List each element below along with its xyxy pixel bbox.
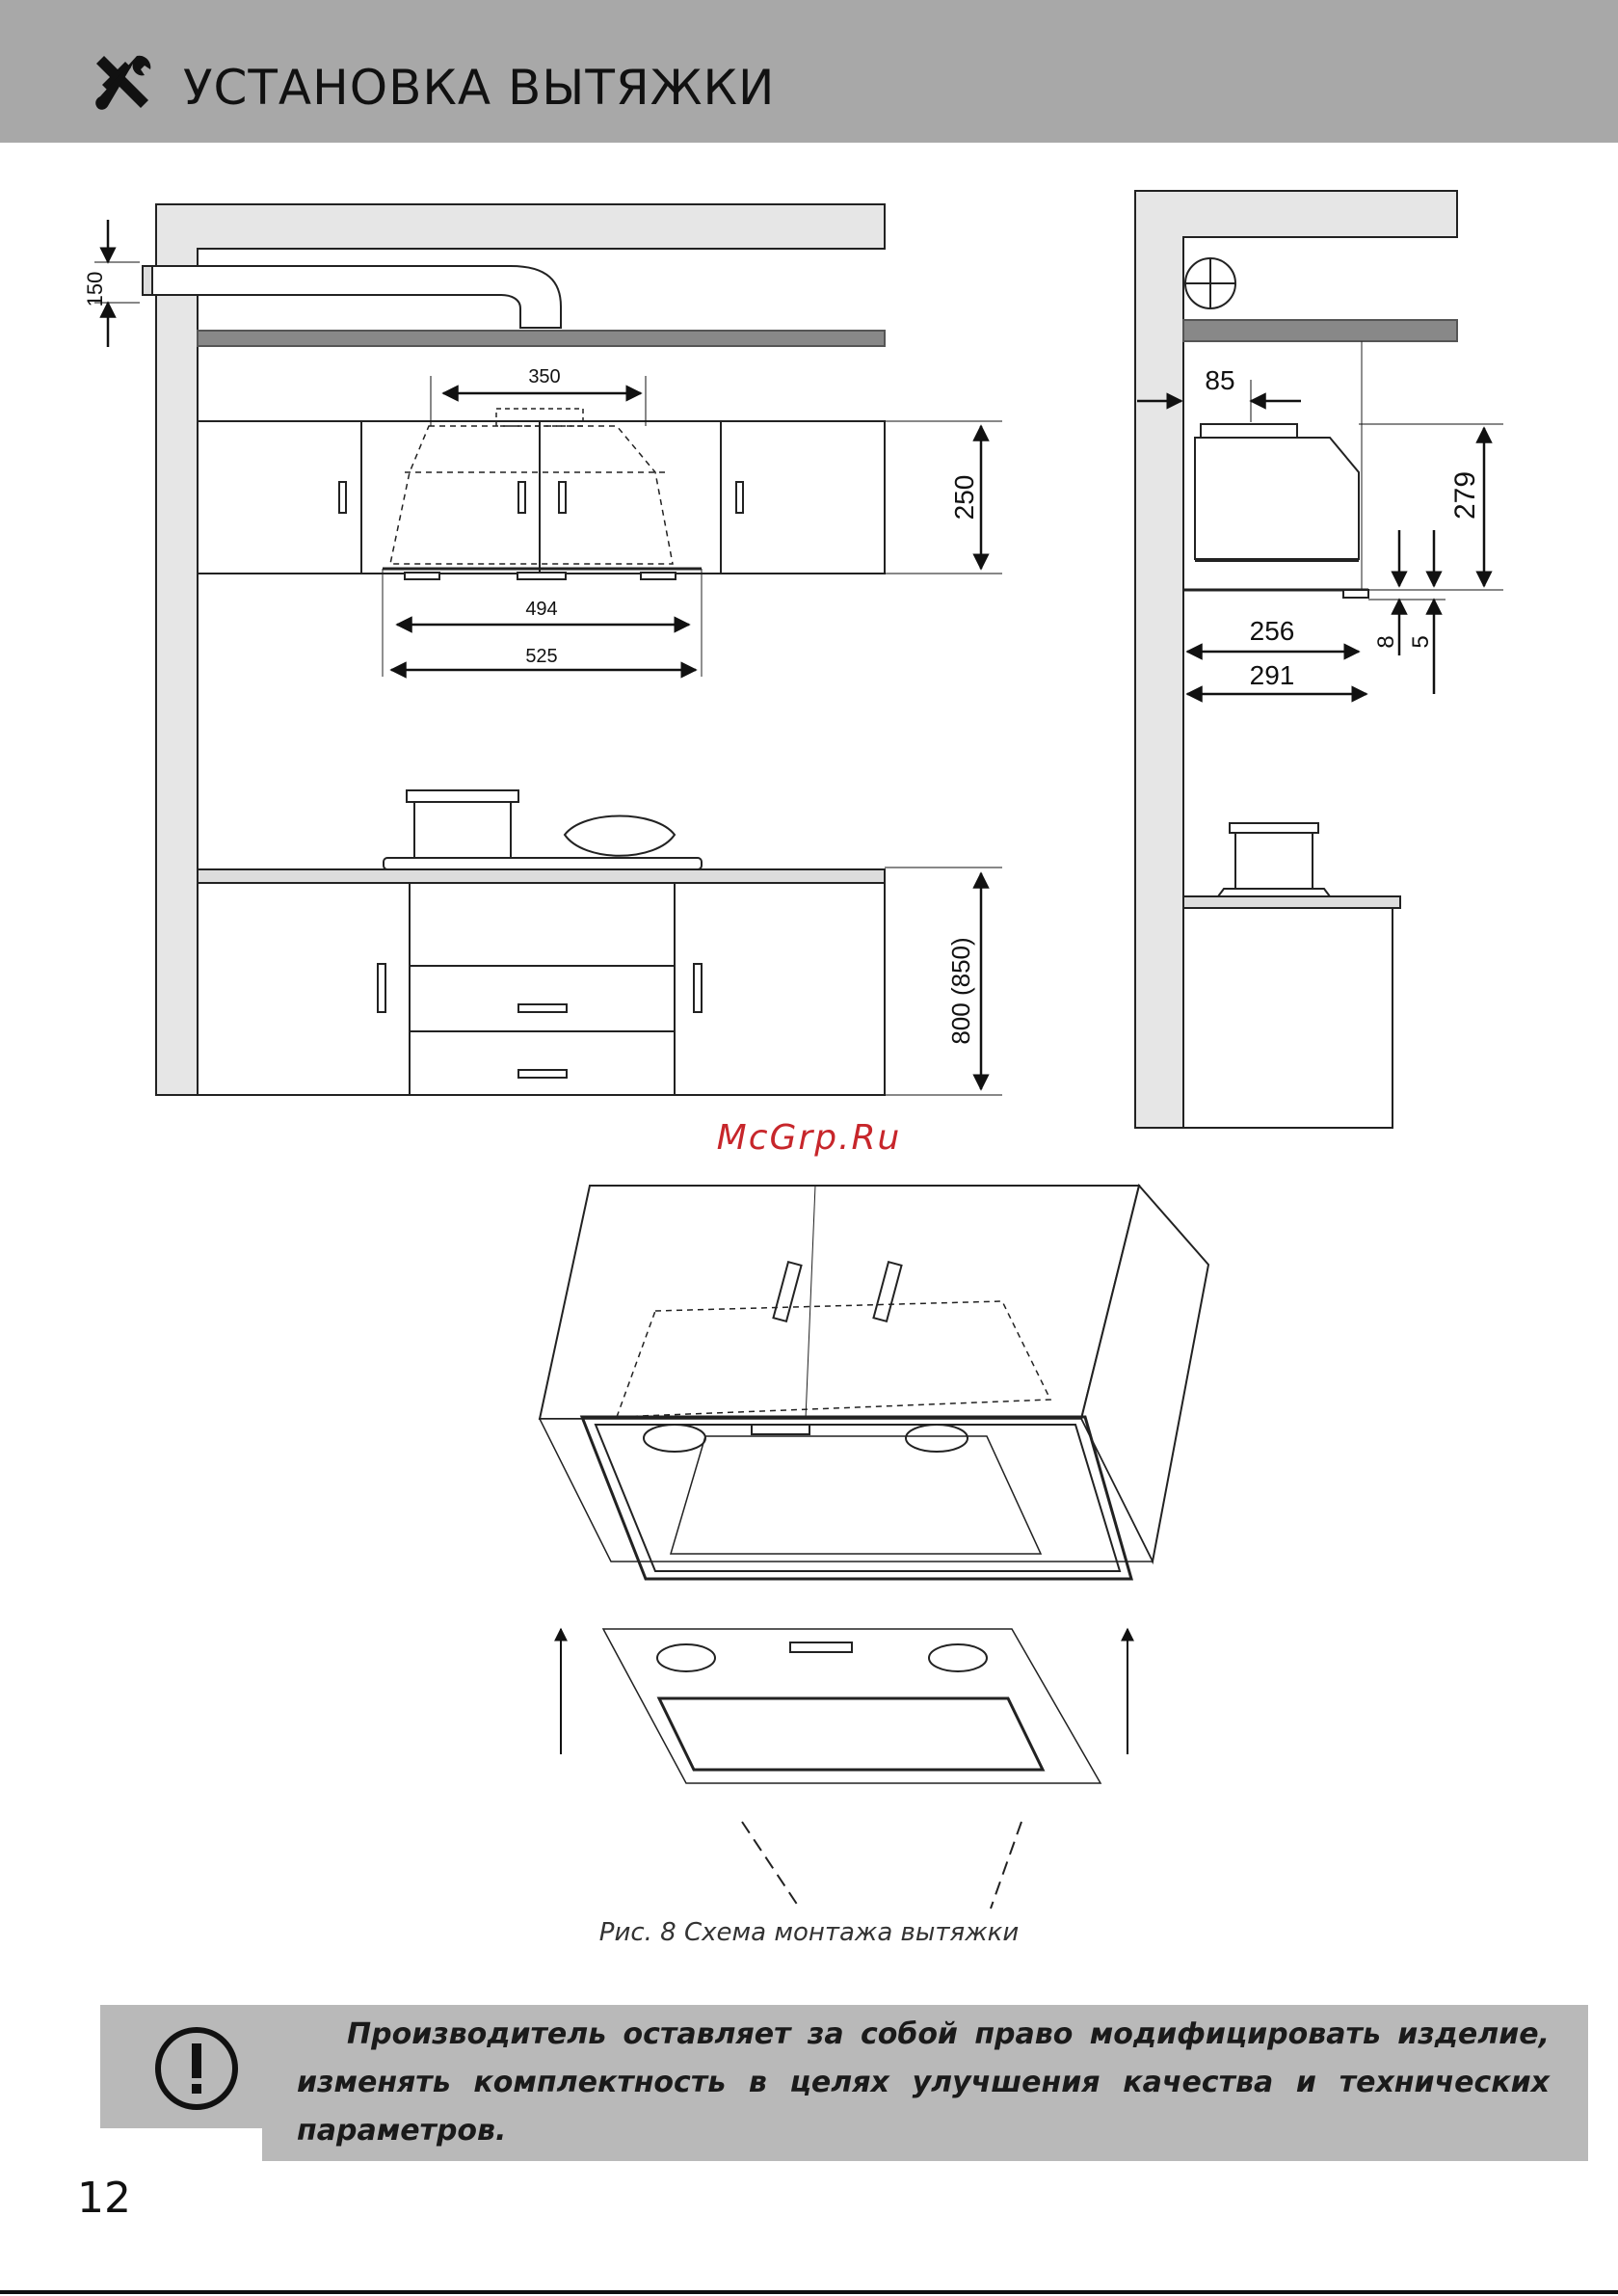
dim-depth-outer: 291 xyxy=(1250,660,1295,690)
installation-diagram: 150 350 250 494 525 800 (850) xyxy=(0,183,1618,1947)
page-header: УСТАНОВКА ВЫТЯЖКИ xyxy=(0,0,1618,143)
dim-counter-height: 800 (850) xyxy=(946,937,975,1044)
page-number: 12 xyxy=(77,2174,131,2223)
page-title: УСТАНОВКА ВЫТЯЖКИ xyxy=(183,60,775,116)
bottom-rule xyxy=(0,2290,1618,2294)
hood-isometric xyxy=(540,1186,1208,1579)
dim-gap-5: 5 xyxy=(1408,635,1434,648)
watermark: McGrp.Ru xyxy=(0,1118,1618,1158)
dim-gap-8: 8 xyxy=(1373,635,1399,648)
dim-inner-width: 494 xyxy=(525,599,557,620)
dim-side-height: 279 xyxy=(1449,471,1481,520)
exclamation-icon xyxy=(152,2024,241,2113)
dim-outer-width: 525 xyxy=(525,646,557,667)
side-view xyxy=(1135,191,1503,1128)
dim-wall-offset: 85 xyxy=(1205,365,1234,395)
filter-panel xyxy=(561,1629,1127,1909)
dim-duct-width: 350 xyxy=(528,366,560,387)
figure-caption: Рис. 8 Схема монтажа вытяжки xyxy=(0,1918,1618,1947)
dim-depth-inner: 256 xyxy=(1250,616,1295,646)
dim-duct-height: 150 xyxy=(83,272,107,307)
dim-cabinet-height: 250 xyxy=(949,475,979,521)
notice-text: Производитель оставляет за собой право м… xyxy=(297,2011,1550,2155)
tools-icon xyxy=(89,50,156,118)
